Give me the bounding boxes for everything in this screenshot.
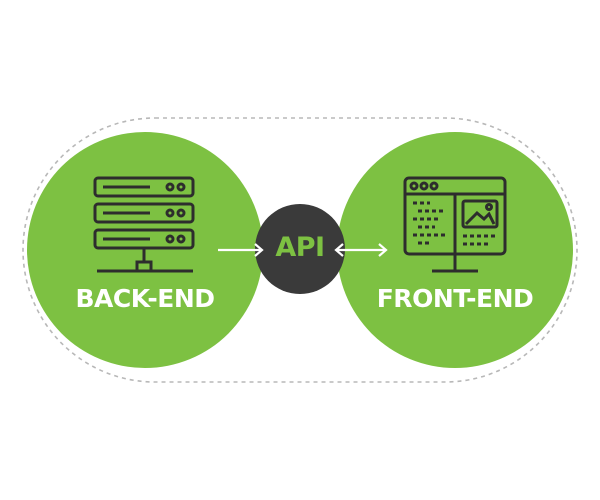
arrow-right-icon — [218, 243, 264, 257]
monitor-window-icon — [403, 176, 507, 273]
server-rack-icon — [93, 176, 195, 273]
api-circle — [255, 204, 345, 294]
double-arrow-icon — [334, 243, 388, 257]
backend-label: BACK-END — [75, 284, 215, 313]
frontend-label: FRONT-END — [376, 284, 534, 313]
dashed-outline — [22, 117, 578, 383]
api-label: API — [275, 232, 325, 263]
